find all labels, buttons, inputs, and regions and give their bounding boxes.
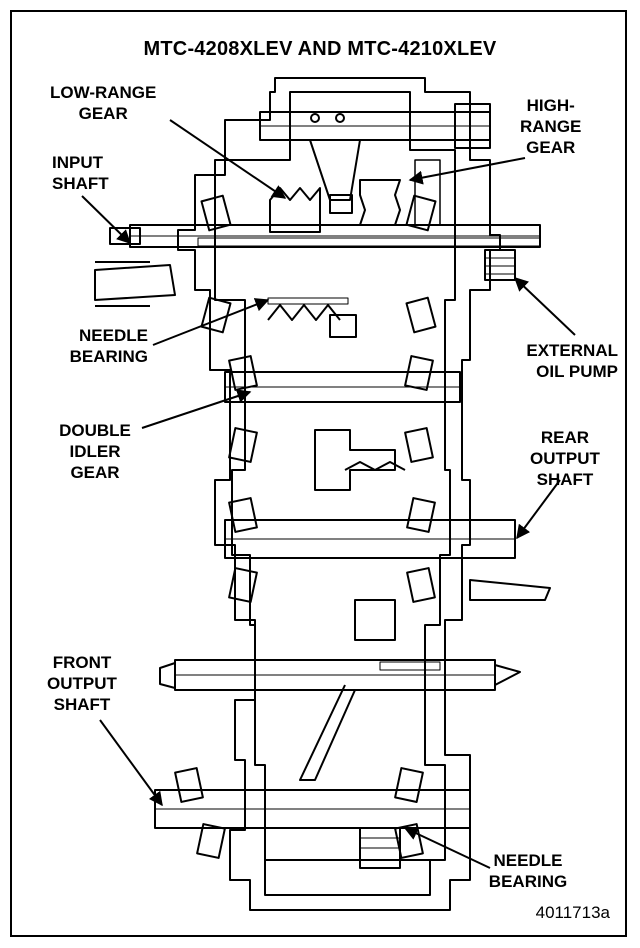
upper-bearings (200, 194, 437, 334)
figure-id: 4011713a (535, 903, 610, 922)
front-output-shaft (154, 767, 471, 859)
external-oil-pump (484, 249, 516, 281)
needle-bearing-upper (267, 297, 357, 338)
rear-output-shaft (224, 497, 551, 603)
idler-shaft (224, 355, 461, 403)
input-shaft (94, 224, 541, 307)
front-shift-rail (159, 659, 521, 781)
needle-bearing-lower (359, 827, 401, 869)
label-needle-bearing-top: NEEDLE BEARING (69, 326, 148, 366)
label-external-oil-pump: EXTERNAL OIL PUMP (526, 341, 618, 381)
label-input-shaft: INPUT SHAFT (52, 153, 109, 193)
label-high-range-gear: HIGH- RANGE GEAR (520, 96, 582, 157)
high-range-gear (359, 159, 441, 226)
double-idler-gear (228, 427, 434, 491)
housing-outline (177, 77, 501, 911)
leader-arrows (81, 119, 576, 869)
label-front-output-shaft: FRONT OUTPUT SHAFT (47, 653, 117, 714)
figure-title: MTC-4208XLEV AND MTC-4210XLEV (143, 38, 497, 60)
label-double-idler-gear: DOUBLE IDLER GEAR (59, 421, 131, 482)
shift-rail (259, 103, 491, 214)
bottom-sump (264, 860, 431, 896)
label-needle-bearing-bottom: NEEDLE BEARING (488, 851, 568, 891)
label-low-range-gear: LOW-RANGE GEAR (50, 83, 157, 123)
rear-mid-gear (354, 599, 396, 641)
label-rear-output-shaft: REAR OUTPUT SHAFT (530, 428, 600, 489)
